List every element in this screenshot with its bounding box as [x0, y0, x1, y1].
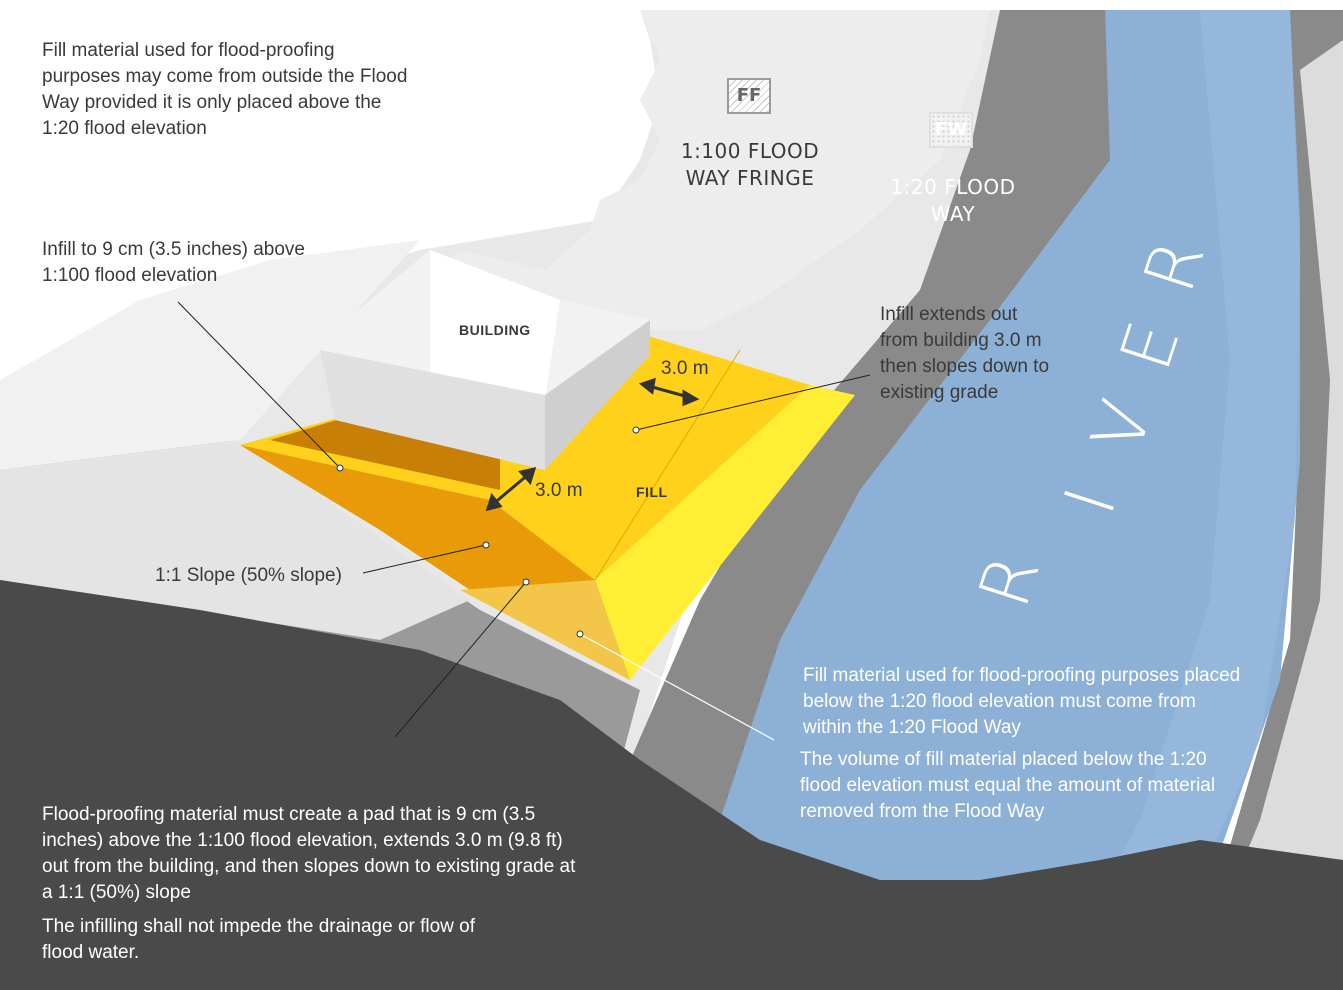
leader-extends	[635, 374, 871, 431]
building-front	[320, 350, 545, 470]
fw-title-line2: WAY	[930, 202, 976, 226]
ff-title-line1: 1:100 FLOOD	[680, 139, 820, 163]
fill-label: FILL	[636, 484, 668, 500]
leader-pad	[394, 581, 527, 738]
river	[690, 10, 1300, 990]
left-ground-mid	[0, 440, 470, 640]
ff-title-line2: WAY FRINGE	[685, 166, 815, 190]
fill-front-lower	[460, 580, 630, 680]
leader-dot-infill	[336, 464, 344, 472]
fill-side-right	[595, 385, 855, 680]
annotation-infill-above: Infill to 9 cm (3.5 inches) above 1:100 …	[42, 239, 305, 286]
fw-title: 1:20 FLOOD WAY	[873, 174, 1033, 228]
leader-dot-pad	[522, 578, 530, 586]
building-roof-ridge	[430, 250, 560, 400]
left-ground-light	[0, 240, 420, 470]
building-label: BUILDING	[459, 322, 531, 338]
dimension-front-label: 3.0 m	[535, 480, 583, 501]
ff-badge: FF	[727, 78, 771, 114]
dimension-top-label: 3.0 m	[661, 358, 709, 379]
annotation-drainage: The infilling shall not impede the drain…	[42, 916, 476, 963]
leader-below	[579, 633, 775, 741]
annotation-pad: Flood-proofing material must create a pa…	[42, 804, 576, 903]
fill-ridge	[594, 349, 741, 581]
dimension-arrow-front	[485, 466, 537, 512]
building-side	[545, 320, 650, 470]
dark-ground	[0, 580, 1343, 990]
fw-title-line1: 1:20 FLOOD	[890, 175, 1016, 199]
leader-dot-slope	[482, 541, 490, 549]
annotation-fill-below: Fill material used for flood-proofing pu…	[803, 665, 1241, 738]
fw-badge: FW	[929, 112, 973, 148]
annotation-slope: 1:1 Slope (50% slope)	[155, 565, 342, 586]
leader-dot-extends	[632, 426, 640, 434]
annotation-volume: The volume of fill material placed below…	[800, 749, 1216, 822]
flood-way-zone	[560, 10, 1120, 990]
river-shade	[1050, 10, 1300, 990]
fringe-jagged-edge	[420, 10, 990, 330]
leader-dot-below	[576, 630, 584, 638]
ff-title: 1:100 FLOOD WAY FRINGE	[670, 138, 830, 192]
annotation-fill-outside: Fill material used for flood-proofing pu…	[42, 40, 408, 139]
dimension-arrow-top	[638, 377, 700, 407]
leader-slope	[362, 544, 487, 574]
leader-infill	[177, 301, 341, 469]
annotation-infill-extends: Infill extends out from building 3.0 m t…	[880, 304, 1050, 403]
right-bank-light	[1190, 40, 1343, 990]
